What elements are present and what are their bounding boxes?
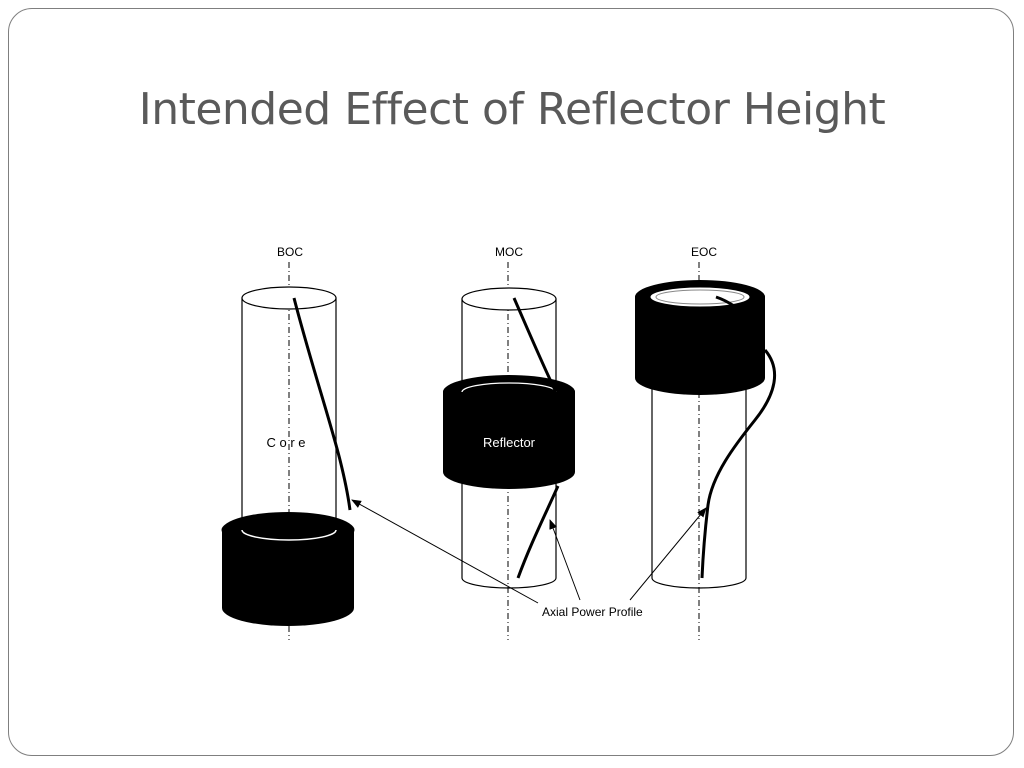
eoc-core-bottom bbox=[651, 577, 747, 589]
eoc-core-cylinder bbox=[651, 385, 747, 578]
boc-core-label: C o r e bbox=[266, 435, 305, 450]
axial-power-profile-label: Axial Power Profile bbox=[542, 605, 643, 619]
slide-title: Intended Effect of Reflector Height bbox=[138, 84, 886, 135]
moc-reflector-label: Reflector bbox=[483, 435, 536, 450]
eoc-label: EOC bbox=[691, 245, 717, 259]
boc-label: BOC bbox=[277, 245, 303, 259]
boc-core-cylinder bbox=[241, 298, 337, 540]
boc-power-profile bbox=[292, 297, 352, 511]
boc-column: BOC C o r e bbox=[221, 245, 355, 640]
moc-core-top bbox=[461, 287, 557, 311]
moc-label: MOC bbox=[495, 245, 523, 259]
boc-core-visible-bottom bbox=[241, 529, 337, 541]
eoc-power-profile bbox=[700, 349, 777, 579]
leader-to-boc bbox=[351, 499, 539, 604]
axial-power-annotation: Axial Power Profile bbox=[351, 499, 707, 619]
moc-core-visible bbox=[461, 382, 557, 393]
eoc-power-profile-inner bbox=[715, 295, 735, 308]
leader-to-eoc bbox=[629, 507, 707, 601]
eoc-core-top-inner bbox=[655, 289, 745, 305]
eoc-column: EOC bbox=[635, 245, 777, 640]
moc-power-profile-upper bbox=[512, 297, 558, 393]
moc-column: MOC Reflector bbox=[443, 245, 575, 640]
moc-core-bottom bbox=[461, 577, 557, 589]
boc-core-top bbox=[241, 286, 337, 310]
leader-to-moc bbox=[549, 519, 581, 601]
moc-power-profile-lower bbox=[516, 485, 560, 579]
